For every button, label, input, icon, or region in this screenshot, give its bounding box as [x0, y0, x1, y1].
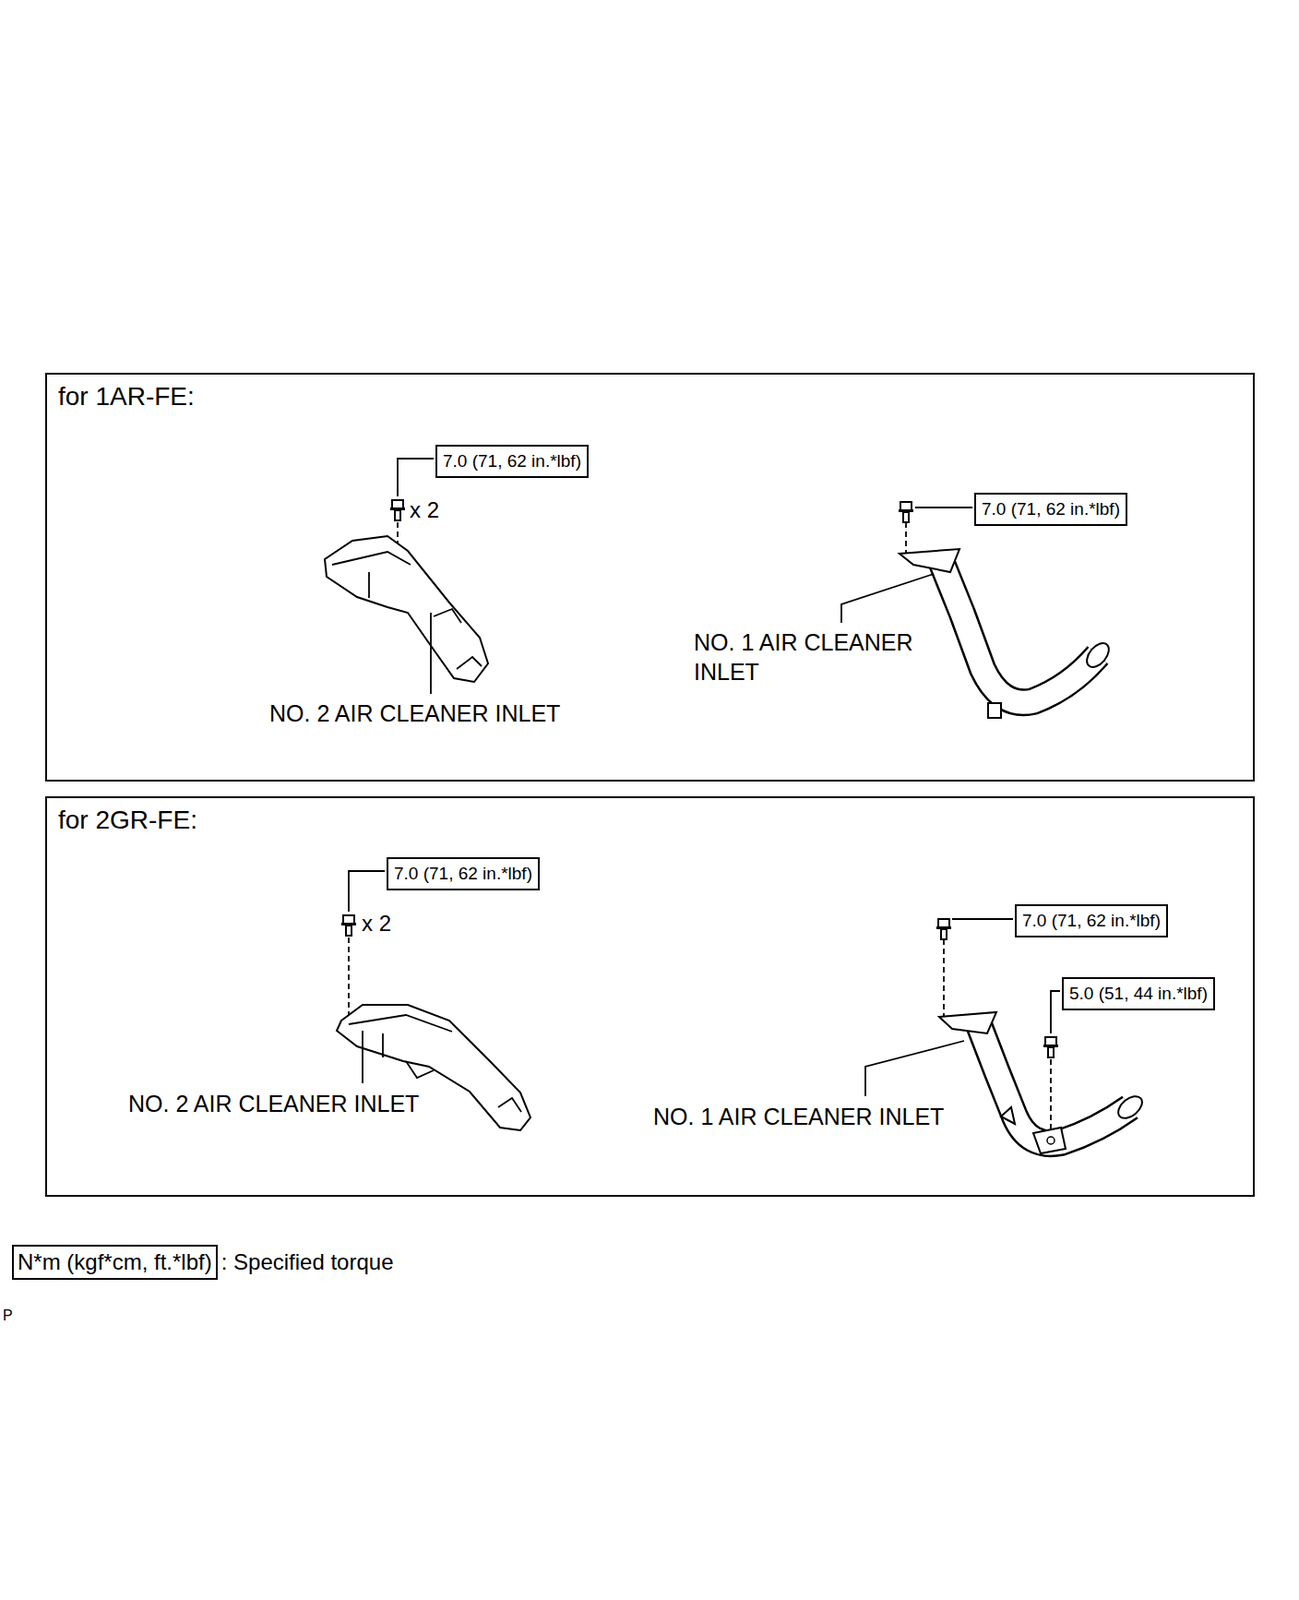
leader-line	[348, 870, 385, 912]
torque-box: 7.0 (71, 62 in.*lbf)	[435, 444, 589, 478]
duct-detail	[332, 551, 411, 565]
part-name: NO. 2 AIR CLEANER INLET	[269, 698, 561, 728]
panel-heading: for 2GR-FE:	[58, 805, 198, 835]
bolt-symbol	[390, 500, 406, 521]
duct-flange	[899, 548, 960, 573]
duct-tab	[1001, 1107, 1015, 1124]
quantity-label: x 2	[361, 909, 392, 938]
duct-detail	[433, 608, 462, 623]
install-line	[942, 939, 945, 1016]
duct-part	[941, 560, 1098, 703]
install-line	[347, 937, 350, 1017]
quantity-label: x 2	[409, 496, 440, 525]
bolt-symbol	[936, 918, 952, 940]
leader-line	[865, 1040, 965, 1097]
bolt-symbol	[898, 501, 914, 523]
torque-box: 7.0 (71, 62 in.*lbf)	[386, 857, 540, 891]
leader-line	[841, 573, 934, 623]
leader-line	[1050, 990, 1061, 1034]
duct-detail	[498, 1097, 522, 1112]
duct-bracket	[1033, 1127, 1066, 1154]
torque-value: 5.0 (51, 44 in.*lbf)	[1069, 983, 1208, 1003]
torque-value: 7.0 (71, 62 in.*lbf)	[1022, 910, 1161, 930]
leader-line	[361, 1030, 364, 1084]
bolt-symbol	[1043, 1036, 1059, 1058]
part-name: NO. 1 AIR CLEANER INLET	[693, 627, 948, 687]
torque-value: 7.0 (71, 62 in.*lbf)	[981, 499, 1121, 519]
duct-stub	[988, 703, 1002, 718]
duct-part	[977, 1022, 1131, 1144]
duct-detail	[456, 656, 482, 669]
unit-legend-box: N*m (kgf*cm, ft.*lbf)	[11, 1244, 218, 1280]
part-name: NO. 2 AIR CLEANER INLET	[128, 1088, 419, 1119]
torque-box: 5.0 (51, 44 in.*lbf)	[1061, 977, 1216, 1011]
duct-part	[941, 560, 1098, 703]
torque-value: N*m (kgf*cm, ft.*lbf)	[17, 1249, 213, 1275]
part-name: NO. 1 AIR CLEANER INLET	[653, 1101, 944, 1132]
duct-detail	[381, 1033, 384, 1058]
duct-flange	[939, 1012, 997, 1034]
install-line	[1049, 1059, 1052, 1133]
duct-detail	[348, 1014, 453, 1032]
torque-box: 7.0 (71, 62 in.*lbf)	[1014, 904, 1168, 938]
torque-value: 7.0 (71, 62 in.*lbf)	[393, 863, 533, 883]
leader-line	[915, 506, 973, 509]
leader-line	[429, 612, 432, 694]
engine-panel: for 1AR-FE: 7.0 (71, 62 in.*lbf) 7.0 (71, …	[45, 372, 1255, 782]
leader-line	[952, 917, 1013, 920]
leader-line	[397, 458, 434, 497]
page-mark: P	[2, 1306, 13, 1325]
duct-part	[324, 536, 489, 682]
duct-detail	[405, 1060, 434, 1078]
duct-part	[977, 1022, 1131, 1144]
torque-value: 7.0 (71, 62 in.*lbf)	[442, 451, 582, 471]
duct-opening	[1082, 639, 1113, 672]
bolt-symbol	[341, 915, 357, 936]
panel-heading: for 1AR-FE:	[58, 381, 195, 412]
torque-box: 7.0 (71, 62 in.*lbf)	[974, 492, 1128, 526]
engine-panel: for 2GR-FE: 7.0 (71, 62 in.*lbf) 7.0 (71, …	[45, 796, 1255, 1197]
duct-detail	[368, 572, 370, 598]
bolt-hole	[1047, 1136, 1055, 1145]
legend-text: : Specified torque	[221, 1248, 394, 1276]
duct-opening	[1114, 1091, 1147, 1122]
